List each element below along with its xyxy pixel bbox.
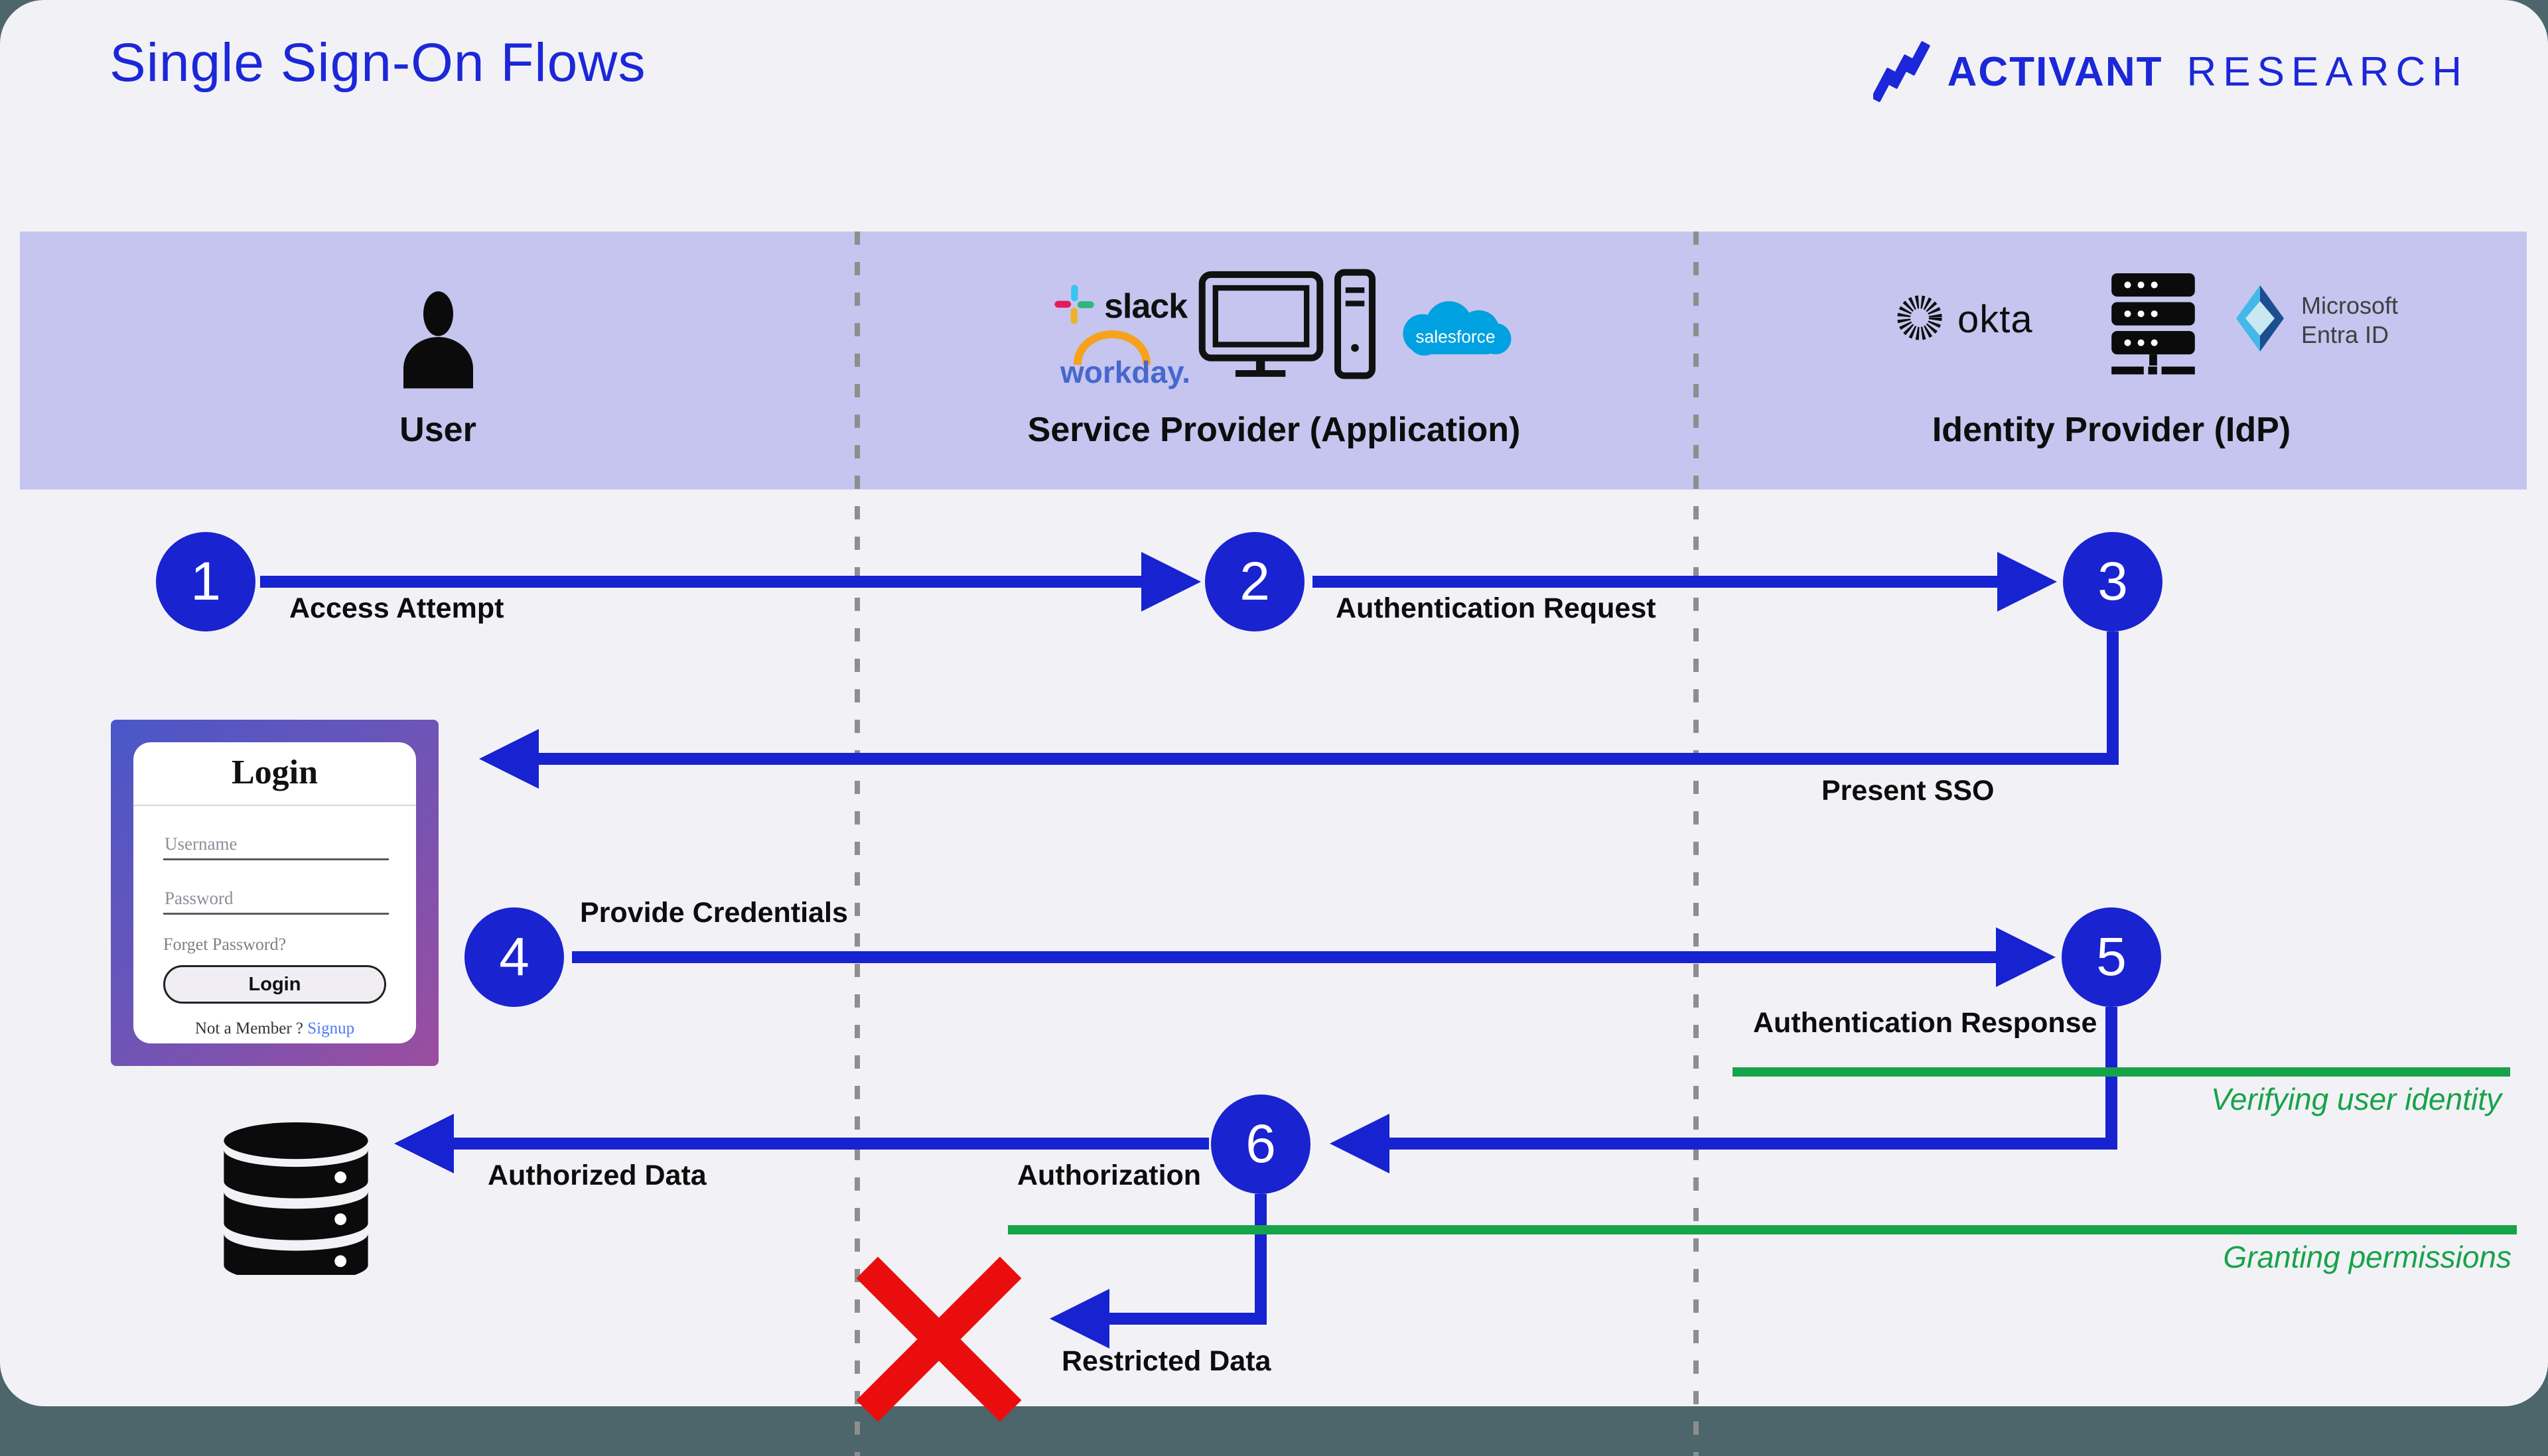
arrow-restricted-data	[1050, 1194, 1267, 1349]
salesforce-logo: salesforce	[1387, 297, 1523, 367]
login-card: Login Forget Password? Login Not a Membe…	[133, 742, 416, 1043]
slack-logo: slack	[1054, 284, 1188, 328]
step-number: 1	[190, 551, 221, 612]
login-window: Login Forget Password? Login Not a Membe…	[111, 720, 439, 1066]
lane-divider-2	[1693, 232, 1699, 1456]
green-line-verify	[1733, 1067, 2510, 1077]
brand-suffix: RESEARCH	[2186, 49, 2468, 95]
entra-line1: Microsoft	[2301, 291, 2399, 319]
step-number: 5	[2096, 927, 2127, 987]
arrow-present-sso	[479, 631, 2119, 789]
note-granting-permissions: Granting permissions	[2223, 1240, 2512, 1274]
label-access-attempt: Access Attempt	[289, 592, 504, 624]
login-button[interactable]: Login	[163, 965, 386, 1004]
entra-id-icon	[2233, 284, 2287, 356]
label-present-sso: Present SSO	[1821, 775, 1995, 807]
arrow-auth-response	[1330, 1007, 2117, 1173]
forgot-password-link[interactable]: Forget Password?	[163, 935, 287, 954]
step-circle-2: 2	[1205, 532, 1305, 631]
entra-wordmark: Microsoft Entra ID	[2301, 291, 2398, 350]
workday-arc-icon	[1074, 330, 1151, 365]
note-verifying-identity: Verifying user identity	[2210, 1082, 2502, 1116]
activant-logo-icon	[1871, 38, 1930, 105]
computer-icon	[1198, 269, 1376, 386]
label-authorized-data: Authorized Data	[488, 1159, 707, 1191]
label-provide-credentials: Provide Credentials	[580, 897, 848, 929]
slack-icon	[1054, 284, 1095, 328]
entra-logo: Microsoft Entra ID	[2233, 284, 2398, 356]
label-auth-response: Authentication Response	[1753, 1007, 2097, 1039]
label-authorization: Authorization	[1017, 1159, 1202, 1191]
server-icon	[2109, 271, 2198, 381]
workday-wordmark: workday.	[1060, 355, 1190, 389]
step-circle-6: 6	[1211, 1094, 1310, 1194]
page-title: Single Sign-On Flows	[109, 33, 646, 93]
step-number: 2	[1239, 551, 1270, 612]
not-member-text: Not a Member ?	[194, 1020, 304, 1037]
step-circle-1: 1	[156, 532, 255, 631]
login-title: Login	[231, 754, 318, 791]
signup-link[interactable]: Signup	[307, 1020, 355, 1037]
step-number: 6	[1245, 1114, 1276, 1174]
password-field[interactable]	[163, 884, 389, 915]
lane-label-user: User	[399, 411, 476, 449]
step-number: 4	[499, 927, 530, 987]
green-line-grant	[1008, 1225, 2517, 1234]
step-circle-4: 4	[464, 907, 564, 1007]
okta-logo: okta	[1892, 291, 2033, 348]
okta-wordmark: okta	[1957, 298, 2033, 341]
label-auth-request: Authentication Request	[1336, 592, 1656, 624]
login-divider	[133, 805, 416, 806]
lane-divider-1	[855, 232, 860, 1456]
person-icon	[397, 291, 480, 393]
label-restricted-data: Restricted Data	[1062, 1345, 1271, 1377]
lane-label-service-provider: Service Provider (Application)	[1027, 411, 1521, 449]
lane-label-identity-provider: Identity Provider (IdP)	[1932, 411, 2291, 449]
okta-icon	[1892, 291, 1947, 348]
step-number: 3	[2097, 551, 2128, 612]
salesforce-wordmark: salesforce	[1415, 327, 1495, 347]
login-footer: Not a Member ? Signup	[133, 1020, 416, 1038]
step-circle-3: 3	[2063, 532, 2162, 631]
database-icon	[219, 1121, 373, 1282]
workday-logo: workday.	[1060, 330, 1190, 397]
slack-wordmark: slack	[1104, 287, 1188, 326]
step-circle-5: 5	[2062, 907, 2161, 1007]
brand-name: ACTIVANT	[1947, 49, 2163, 95]
entra-line2: Entra ID	[2301, 320, 2389, 348]
brand-logo: ACTIVANT RESEARCH	[1871, 38, 2468, 105]
username-field[interactable]	[163, 830, 389, 860]
